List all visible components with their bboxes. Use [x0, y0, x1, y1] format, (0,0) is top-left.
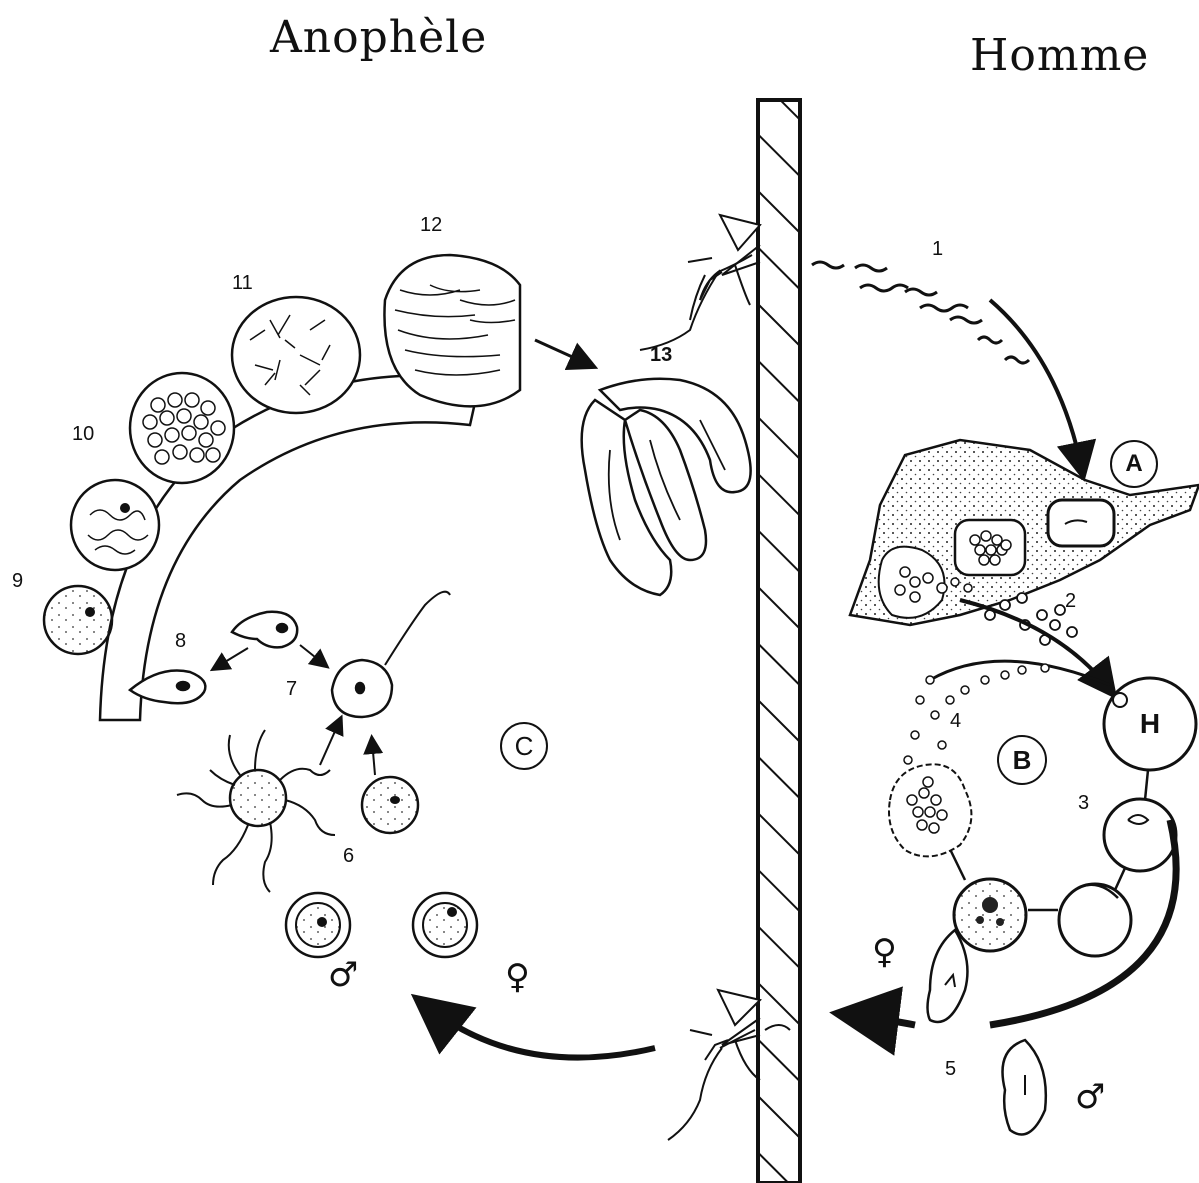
macrogametocyte-6 [362, 777, 418, 833]
sporozoites-wave [812, 262, 1029, 363]
label-stage-9: 9 [12, 570, 23, 593]
divider-wall [758, 100, 800, 1183]
oocyst-9 [44, 586, 112, 654]
label-stage-10: 10 [72, 423, 94, 446]
mosquito-top-icon [640, 215, 760, 350]
label-stage-11: 11 [232, 272, 253, 295]
male-symbol-human: ♂ [1075, 1080, 1105, 1114]
label-stage-6: 6 [343, 845, 354, 868]
circle-label-h: H [1124, 698, 1176, 750]
oocyst-11 [130, 373, 234, 483]
gametocyte-male-mosquito [286, 893, 350, 957]
salivary-gland [582, 379, 751, 595]
label-stage-8: 8 [175, 630, 186, 653]
oocyst-12 [232, 297, 360, 413]
arrow-to-salivary-gland [535, 340, 590, 365]
oocyst-13-rupturing [384, 255, 520, 406]
arrow-sporozoites-to-liver [990, 300, 1082, 470]
circle-label-b: B [997, 735, 1047, 785]
ookinete-top [232, 612, 297, 648]
gametocyte-female-mosquito [413, 893, 477, 957]
oocyst-10 [71, 480, 159, 570]
label-stage-13: 13 [650, 344, 672, 367]
label-stage-1: 1 [932, 238, 943, 261]
male-symbol-mosquito: ♂ [328, 958, 358, 992]
label-stage-4: 4 [950, 710, 961, 733]
female-symbol-mosquito: ♀ [505, 960, 530, 994]
circle-label-a: A [1110, 440, 1158, 488]
label-stage-3: 3 [1078, 792, 1089, 815]
gametocytes-human [928, 930, 1046, 1135]
arrow-gametocytes-to-mosquito [850, 1015, 915, 1025]
label-stage-5: 5 [945, 1058, 956, 1081]
circle-label-c: C [500, 722, 548, 770]
label-stage-12: 12 [420, 214, 442, 237]
label-stage-7: 7 [286, 678, 297, 701]
label-stage-2: 2 [1065, 590, 1076, 613]
zygote-7 [332, 592, 450, 717]
microgametocyte-6 [177, 730, 335, 892]
female-symbol-human: ♀ [872, 935, 897, 969]
arrow-to-midgut [425, 1005, 655, 1058]
